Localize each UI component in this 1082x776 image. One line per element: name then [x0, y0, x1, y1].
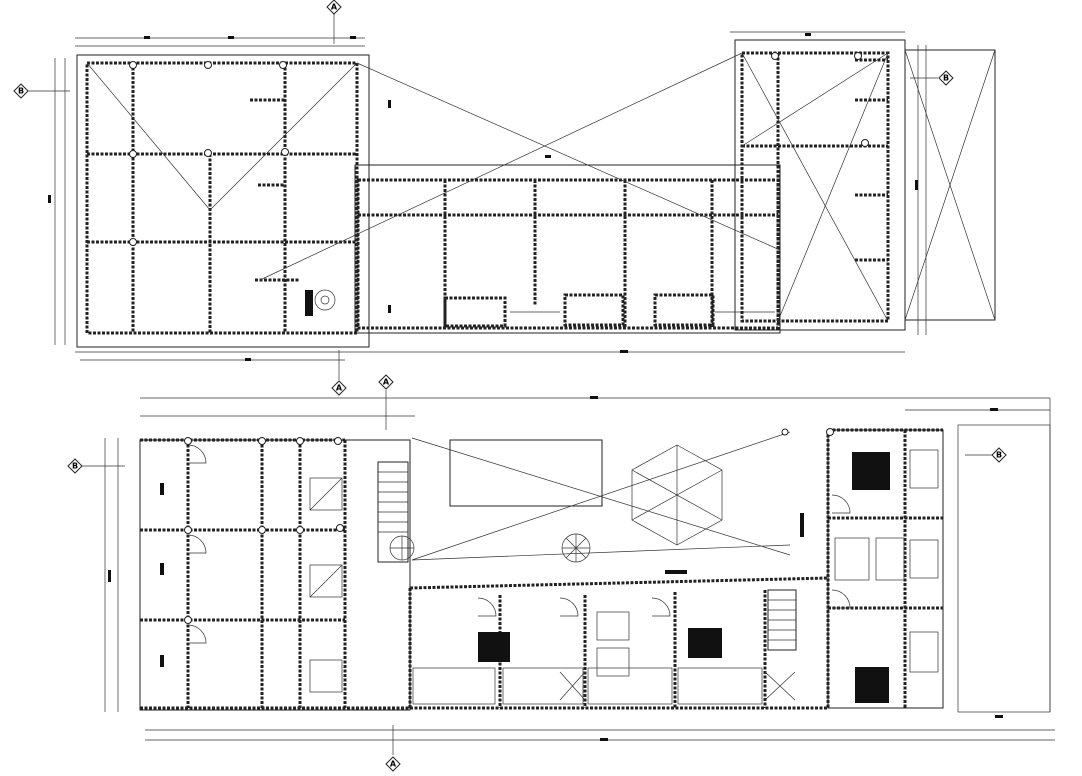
section-marker-a-bottom: A [385, 725, 401, 772]
section-marker-b-bottom-left: B [67, 458, 125, 474]
section-marker-a-top-label: A [331, 3, 338, 12]
section-marker-a-mid-right: A [378, 374, 394, 430]
section-marker-a-mid-left-label: A [336, 384, 343, 393]
section-marker-b-top-left-label: B [18, 87, 24, 96]
section-marker-b-top-right-label: B [943, 74, 949, 83]
top-roof-plan [48, 31, 996, 361]
section-marker-a-top: A [326, 0, 342, 44]
section-marker-a-bottom-label: A [390, 760, 397, 769]
section-marker-b-bottom-right: B [965, 447, 1007, 463]
section-marker-b-top-left: B [13, 83, 70, 99]
section-marker-a-mid-left: A [331, 350, 347, 396]
bottom-floor-plan [104, 396, 1055, 741]
section-marker-b-bottom-left-label: B [72, 462, 78, 471]
section-marker-b-bottom-right-label: B [996, 451, 1002, 460]
section-marker-b-top-right: B [910, 70, 954, 86]
section-marker-a-mid-right-label: A [383, 378, 390, 387]
